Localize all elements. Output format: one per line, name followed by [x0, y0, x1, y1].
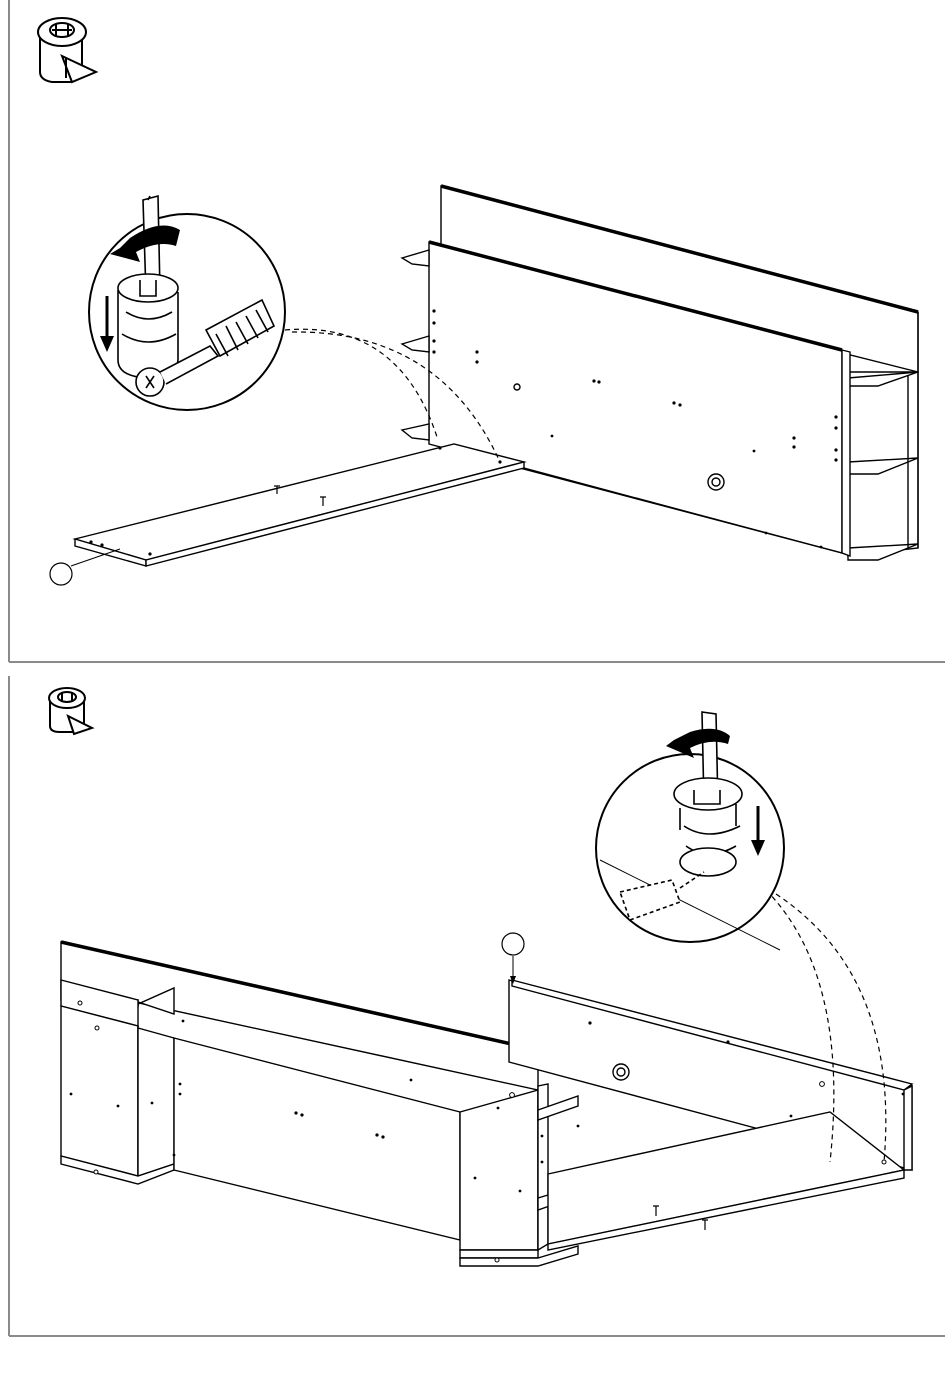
- side-rail-panel: [509, 980, 912, 1250]
- cam-hole: [514, 384, 520, 390]
- detail-circle: [596, 712, 784, 950]
- step-2-panel: [0, 676, 950, 1350]
- bottom-board: [75, 444, 524, 566]
- headboard-panel: [61, 942, 578, 1266]
- cam-lock-icon: [49, 688, 92, 734]
- cam-lock-in-panel: [708, 474, 724, 490]
- cam-lock-icon: [38, 18, 96, 82]
- cam-lock-in-panel: [613, 1064, 629, 1080]
- step-2-diagram: [0, 676, 950, 1350]
- step-1-panel: [0, 0, 950, 670]
- step-1-diagram: [0, 0, 950, 670]
- detail-circle: [89, 196, 285, 410]
- part-callout: [502, 933, 524, 984]
